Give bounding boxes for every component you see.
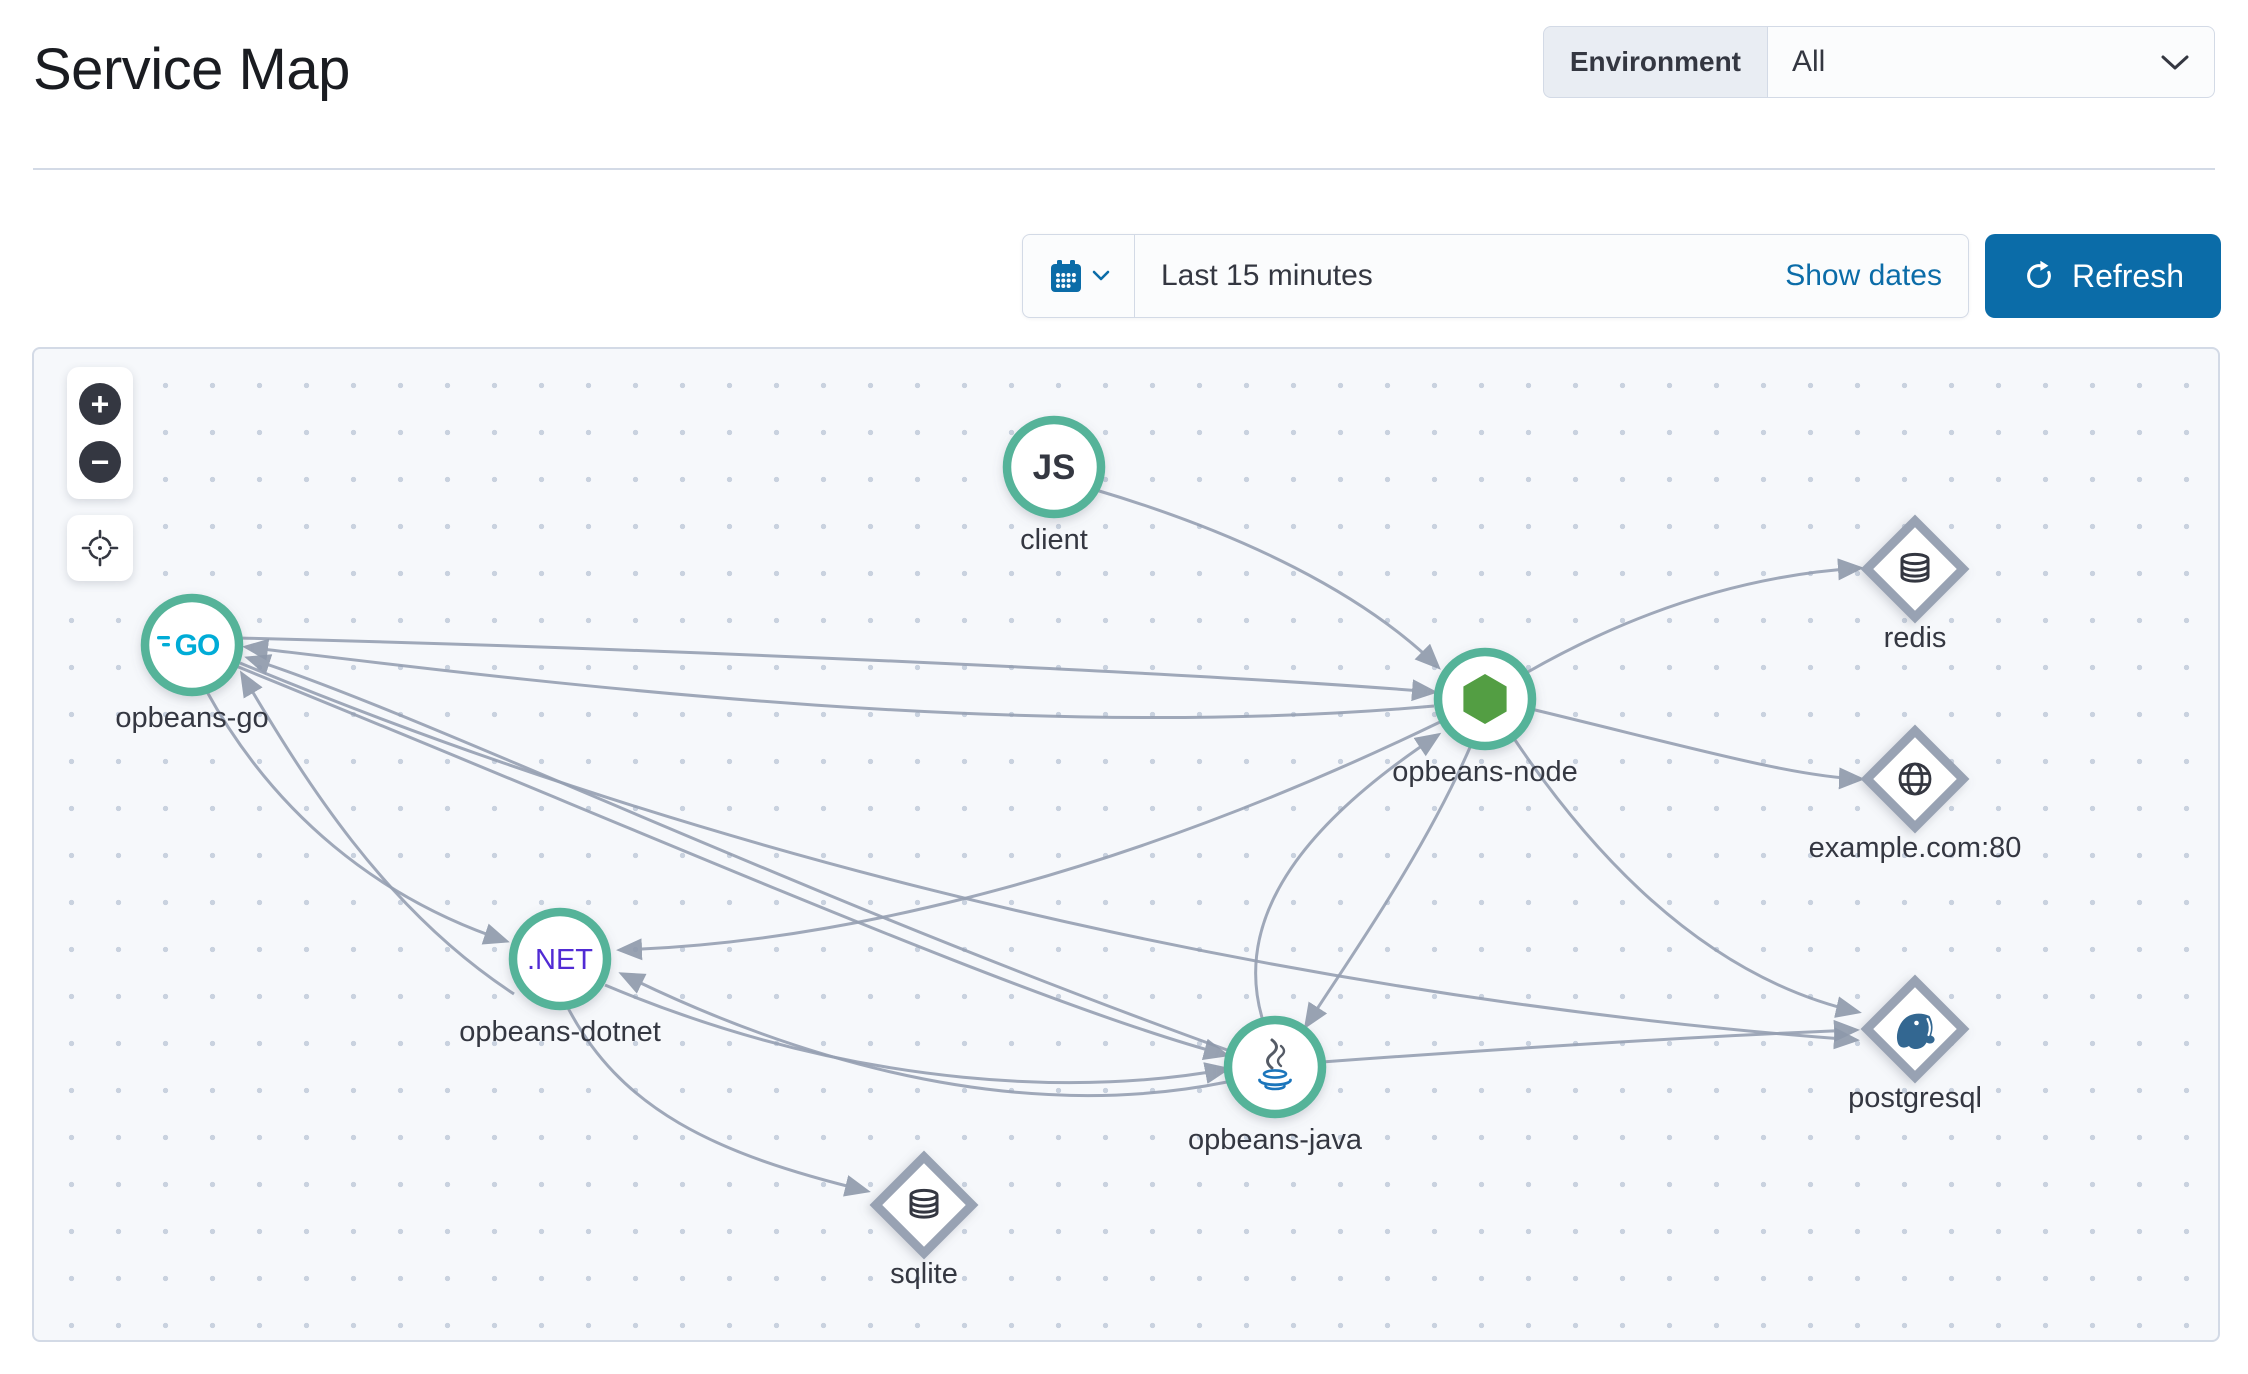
refresh-button[interactable]: Refresh <box>1985 234 2221 318</box>
edge-opbeans-go--opbeans-java <box>235 664 1230 1060</box>
page-title: Service Map <box>33 37 350 102</box>
edge-opbeans-go--opbeans-dotnet <box>204 689 510 945</box>
node-label-sqlite: sqlite <box>890 1258 958 1290</box>
nodejs-icon <box>1463 674 1507 724</box>
edge-client--opbeans-node <box>1095 488 1441 670</box>
environment-filter: Environment All <box>1542 26 2215 98</box>
java-icon <box>1258 1038 1292 1091</box>
edge-opbeans-java--opbeans-dotnet <box>618 972 1228 1098</box>
node-label-client: client <box>1020 524 1088 556</box>
svg-text:JS: JS <box>1033 448 1076 487</box>
environment-select[interactable]: All <box>1767 26 2215 98</box>
time-controls: Last 15 minutes Show dates Refresh <box>1022 234 2221 318</box>
edge-opbeans-go--opbeans-node <box>238 636 1438 702</box>
show-dates-button[interactable]: Show dates <box>1785 259 1942 292</box>
edge-opbeans-go--postgresql <box>239 661 1860 1050</box>
go-icon: GO <box>157 629 221 662</box>
super-date-picker: Last 15 minutes Show dates <box>1022 234 1969 318</box>
edge-opbeans-dotnet--opbeans-java <box>604 983 1231 1085</box>
environment-selected-value: All <box>1792 45 1826 78</box>
node-label-opbeans-dotnet: opbeans-dotnet <box>459 1016 661 1048</box>
zoom-in-button[interactable]: + <box>79 383 121 425</box>
service-node-opbeans-dotnet[interactable]: .NET opbeans-dotnet <box>459 907 661 1048</box>
dependency-node-redis[interactable]: redis <box>1860 514 1970 654</box>
dependency-node-postgresql[interactable]: postgresql <box>1848 974 1982 1114</box>
refresh-icon <box>2027 260 2051 288</box>
edge-opbeans-dotnet--opbeans-go <box>239 670 515 996</box>
node-label-postgresql: postgresql <box>1848 1082 1982 1114</box>
svg-text:.NET: .NET <box>527 944 593 976</box>
node-label-example.com:80: example.com:80 <box>1809 832 2022 864</box>
environment-filter-label: Environment <box>1542 26 1767 98</box>
edge-opbeans-java--opbeans-go <box>244 654 1231 1053</box>
chevron-down-icon <box>1092 270 1109 281</box>
service-node-opbeans-go[interactable]: GO opbeans-go <box>115 593 269 734</box>
calendar-icon <box>1050 260 1081 292</box>
postgresql-icon <box>1896 1013 1935 1049</box>
date-range-button[interactable]: Last 15 minutes <box>1161 259 1373 292</box>
header-divider <box>33 168 2215 170</box>
edge-opbeans-java--postgresql <box>1321 1019 1860 1064</box>
edge-opbeans-node--opbeans-go <box>242 638 1435 720</box>
dotnet-icon: .NET <box>527 944 593 976</box>
dependency-node-example.com:80[interactable]: example.com:80 <box>1809 724 2022 864</box>
dependency-node-sqlite[interactable]: sqlite <box>869 1150 979 1290</box>
service-map-graph: JS client GO opbeans-go opbeans-node .NE… <box>115 415 2022 1290</box>
node-label-opbeans-node: opbeans-node <box>1392 756 1577 788</box>
crosshairs-icon <box>81 529 119 567</box>
service-node-client[interactable]: JS client <box>1002 415 1106 556</box>
zoom-controls: + − <box>67 367 133 499</box>
chevron-down-icon <box>2161 55 2189 70</box>
center-map-button[interactable] <box>67 515 133 581</box>
database-icon <box>909 1188 939 1219</box>
svg-text:GO: GO <box>175 629 220 662</box>
js-icon: JS <box>1033 448 1076 487</box>
service-node-opbeans-node[interactable]: opbeans-node <box>1392 647 1578 788</box>
globe-icon <box>1898 762 1932 796</box>
edge-opbeans-node--opbeans-java <box>1303 744 1473 1030</box>
database-icon <box>1900 552 1930 583</box>
node-label-opbeans-java: opbeans-java <box>1188 1124 1363 1156</box>
date-quick-select-button[interactable] <box>1023 235 1135 317</box>
edge-opbeans-java--opbeans-node <box>1254 732 1442 1022</box>
edge-opbeans-node--redis <box>1525 558 1864 675</box>
service-node-opbeans-java[interactable]: opbeans-java <box>1188 1015 1363 1156</box>
refresh-button-label: Refresh <box>2071 257 2185 294</box>
node-label-redis: redis <box>1884 622 1947 654</box>
zoom-out-button[interactable]: − <box>79 441 121 483</box>
edge-opbeans-node--example.com:80 <box>1530 707 1865 790</box>
edge-opbeans-dotnet--sqlite <box>564 1003 871 1197</box>
service-map-canvas[interactable]: JS client GO opbeans-go opbeans-node .NE… <box>32 347 2220 1342</box>
edge-opbeans-node--postgresql <box>1513 739 1862 1018</box>
node-label-opbeans-go: opbeans-go <box>115 702 268 734</box>
